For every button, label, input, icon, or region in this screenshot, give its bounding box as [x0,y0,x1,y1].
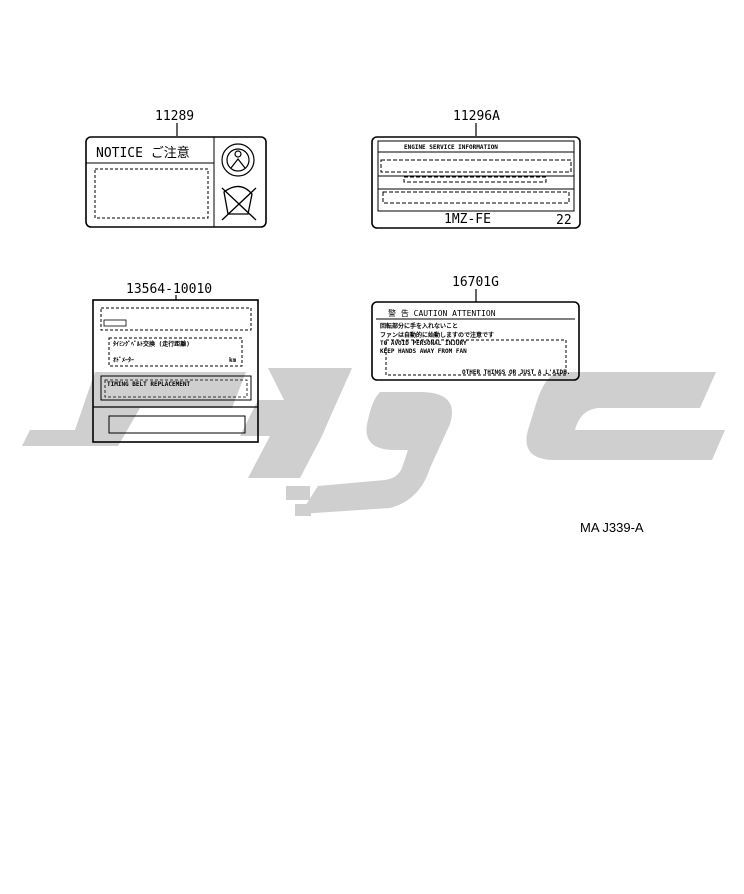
caution-jp-line-2: ファンは自動的に始動しますので注意です [380,331,494,339]
watermark-logo [22,368,725,516]
hand-warning-icon [221,143,255,177]
label-16701G: 16701G 警 告 CAUTION ATTENTION 回転部分に手を入れない… [371,275,580,381]
label-13564-10010: 13564-10010 ﾀｲﾐﾝｸﾞﾍﾞﾙﾄ交換 (走行距離) ｵﾄﾞﾒｰﾀｰ … [92,282,259,443]
engine-code: 22 [556,213,572,228]
prohibited-icon [221,185,257,221]
caution-jp-line-1: 回転部分に手を入れないこと [380,322,458,330]
km-unit: km [229,357,237,364]
label-11296A: 11296A ENGINE SERVICE INFORMATION 1MZ-FE… [371,109,581,229]
timing-belt-replacement: TIMING BELT REPLACEMENT [107,381,190,388]
caution-en-line-2: KEEP HANDS AWAY FROM FAN [380,348,467,355]
caution-en-line-3: OTHER THINGS OR JUST A L'AIDE. [462,369,570,376]
notice-title: NOTICE ご注意 [96,145,190,161]
engine-service-header: ENGINE SERVICE INFORMATION [404,144,498,151]
timing-belt-jp-line: ﾀｲﾐﾝｸﾞﾍﾞﾙﾄ交換 (走行距離) [113,340,190,348]
part-number-11296A: 11296A [453,109,500,124]
odometer-label: ｵﾄﾞﾒｰﾀｰ [113,356,134,364]
engine-model: 1MZ-FE [444,212,491,227]
part-number-13564-10010: 13564-10010 [126,282,212,297]
part-number-11289: 11289 [155,109,194,124]
label-11289: 11289 NOTICE ご注意 [85,109,267,228]
caution-en-line-1: TO AVOID PERSONAL INJURY [380,340,467,347]
part-number-16701G: 16701G [452,275,499,290]
caution-header: 警 告 CAUTION ATTENTION [388,308,496,318]
diagram-reference: MA J339-A [580,520,644,535]
